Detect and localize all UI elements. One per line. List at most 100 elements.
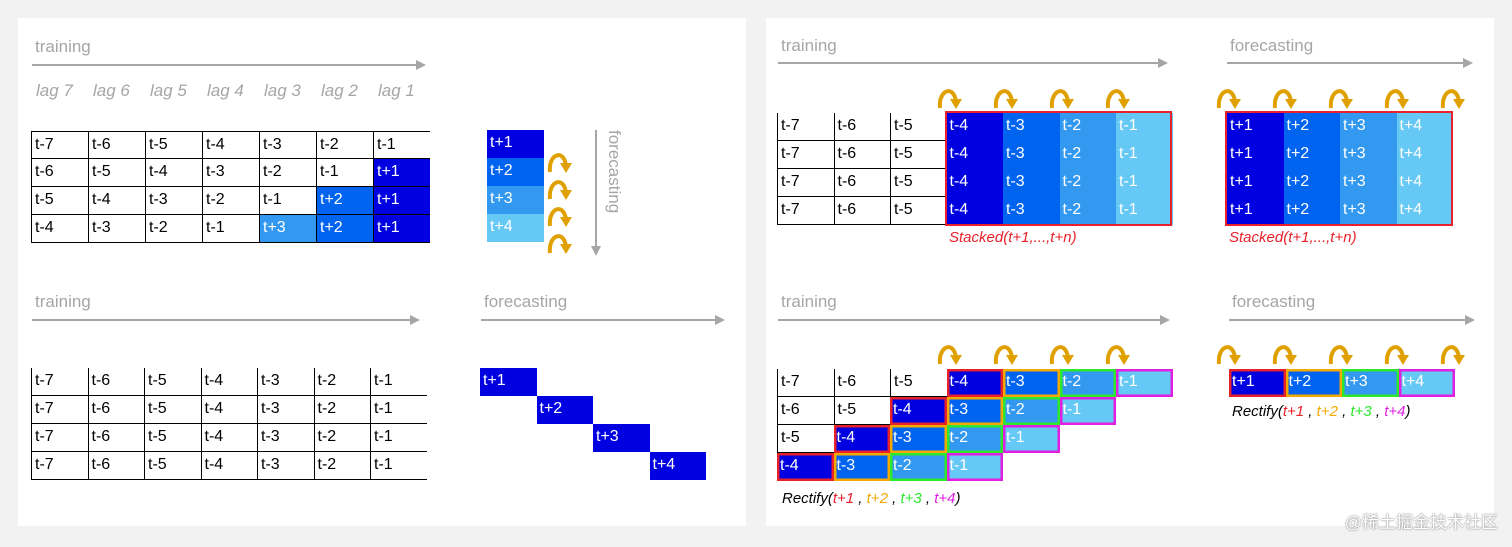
forecasting-arrow <box>481 315 725 325</box>
grid-cell: t-7 <box>777 197 834 225</box>
grid-cell: t-7 <box>777 113 834 141</box>
grid-cell: t-7 <box>31 424 88 452</box>
grid-cell: t+3 <box>259 215 316 243</box>
grid-cell: t-4 <box>777 453 834 481</box>
grid-cell: t-6 <box>87 396 144 424</box>
grid-cell: t-4 <box>946 369 1003 397</box>
rectify-t4: t+4 <box>934 490 956 507</box>
grid-cell: t-2 <box>890 453 947 481</box>
grid-cell: t+1 <box>1229 369 1286 397</box>
grid-cell: t+4 <box>1396 113 1453 141</box>
curved-arrow-icon <box>1328 89 1353 109</box>
grid-cell: t+2 <box>487 158 544 186</box>
grid-cell: t-1 <box>1116 113 1173 141</box>
rectify-t2: t+2 <box>866 490 888 507</box>
grid-cell: t-7 <box>31 396 88 424</box>
grid-cell: t-7 <box>31 368 88 396</box>
grid-cell: t-6 <box>833 197 890 225</box>
grid-cell: t-5 <box>144 452 201 480</box>
grid-cell: t-1 <box>370 396 427 424</box>
lag-label: lag 7 <box>36 81 73 100</box>
curved-arrow-icon <box>547 153 572 173</box>
lag-label: lag 1 <box>378 81 415 100</box>
grid-cell: t-4 <box>833 425 890 453</box>
training-arrow <box>778 315 1170 325</box>
grid-cell: t-1 <box>1116 141 1173 169</box>
grid-cell: t+2 <box>1283 113 1340 141</box>
grid-cell: t-1 <box>202 215 259 243</box>
grid-cell: t-4 <box>31 215 88 243</box>
grid-cell: t-6 <box>777 397 834 425</box>
grid-cell: t-1 <box>370 368 427 396</box>
lag-label: lag 3 <box>264 81 301 100</box>
curved-arrow-icon <box>1272 345 1297 365</box>
grid-cell: t+3 <box>1340 141 1397 169</box>
rectify-t3: t+3 <box>900 490 922 507</box>
rectify-sep: , <box>1371 403 1385 420</box>
lag-label: lag 6 <box>93 81 130 100</box>
training-label: training <box>35 37 91 56</box>
grid-cell: t-2 <box>946 425 1003 453</box>
grid-cell: t-3 <box>259 131 316 159</box>
grid-cell: t+4 <box>649 452 706 480</box>
grid-cell: t-7 <box>31 452 88 480</box>
grid-cell: t-2 <box>316 131 373 159</box>
grid-cell: t-3 <box>257 368 314 396</box>
grid-cell: t-1 <box>1116 197 1173 225</box>
grid-cell: t+4 <box>1396 169 1453 197</box>
grid-cell: t-7 <box>31 131 88 159</box>
grid-cell: t+1 <box>1227 169 1284 197</box>
grid-cell: t-2 <box>1059 169 1116 197</box>
curved-arrow-icon <box>937 89 962 109</box>
rectify-suffix: ) <box>955 490 961 507</box>
grid-cell: t-3 <box>202 159 259 187</box>
grid-cell: t-2 <box>1059 369 1116 397</box>
curved-arrow-icon <box>1105 89 1130 109</box>
grid-cell: t-3 <box>1003 197 1060 225</box>
rectify-t3: t+3 <box>1350 403 1372 420</box>
grid-cell: t+3 <box>487 186 544 214</box>
grid-cell: t-3 <box>145 187 202 215</box>
lag-label: lag 4 <box>207 81 244 100</box>
grid-cell: t-3 <box>1003 113 1060 141</box>
grid-cell: t-6 <box>833 113 890 141</box>
training-arrow <box>32 60 426 70</box>
grid-cell: t+1 <box>373 215 430 243</box>
grid-cell: t+3 <box>1340 169 1397 197</box>
forecasting-label: forecasting <box>484 292 568 311</box>
grid-cell: t-4 <box>200 396 257 424</box>
grid-cell: t-6 <box>87 452 144 480</box>
grid-cell: t-6 <box>833 369 890 397</box>
rectify-t4: t+4 <box>1384 403 1406 420</box>
grid-cell: t-1 <box>370 452 427 480</box>
curved-arrow-icon <box>1216 345 1241 365</box>
grid-cell: t-3 <box>890 425 947 453</box>
curved-arrow-icon <box>993 345 1018 365</box>
grid-cell: t+4 <box>1396 141 1453 169</box>
grid-cell: t-1 <box>1116 369 1173 397</box>
rectify-sep: , <box>921 490 935 507</box>
forecasting-arrow <box>1229 315 1475 325</box>
stacked-box <box>1225 111 1453 226</box>
grid-cell: t-5 <box>890 369 947 397</box>
grid-cell: t-4 <box>946 197 1003 225</box>
curved-arrow-icon <box>937 345 962 365</box>
stacked-box <box>945 111 1172 226</box>
grid-cell: t-6 <box>87 368 144 396</box>
rectify-sep: , <box>1304 403 1317 420</box>
grid-cell: t-2 <box>202 187 259 215</box>
rectify-sep: , <box>887 490 901 507</box>
watermark: @稀土掘金技术社区 <box>1344 513 1498 532</box>
rectify-suffix: ) <box>1405 403 1411 420</box>
curved-arrow-icon <box>1216 89 1241 109</box>
grid-cell: t-2 <box>313 452 370 480</box>
curved-arrow-icon <box>1049 345 1074 365</box>
grid-cell: t+2 <box>316 215 373 243</box>
grid-cell: t-6 <box>87 424 144 452</box>
forecasting-arrow <box>1227 58 1473 68</box>
grid-cell: t+4 <box>1398 369 1455 397</box>
grid-cell: t-4 <box>145 159 202 187</box>
grid-cell: t-5 <box>890 141 947 169</box>
grid-cell: t-7 <box>777 169 834 197</box>
grid-cell: t-2 <box>313 368 370 396</box>
